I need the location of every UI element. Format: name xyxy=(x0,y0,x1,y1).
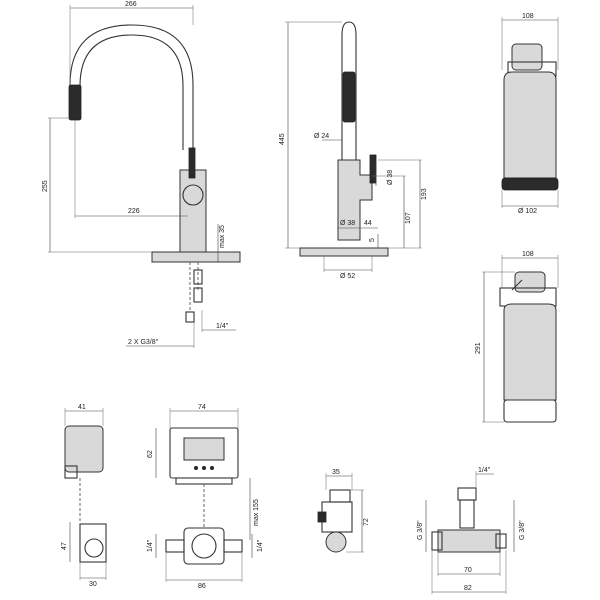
controller-unit: 74 62 max 155 1/4" 1/4" 86 xyxy=(147,404,264,590)
faucet-lever xyxy=(188,147,196,179)
valve-tab xyxy=(317,511,327,523)
faucet-side-view: 445 Ø 24 Ø 38 Ø 38 44 107 193 5 Ø 52 xyxy=(279,21,428,280)
filter2-base xyxy=(503,399,557,423)
filter2-body xyxy=(503,303,557,401)
dim-controller-base: 86 xyxy=(198,583,206,590)
dim-side-height: 445 xyxy=(279,133,286,145)
controller-display xyxy=(183,437,225,461)
box-body xyxy=(64,425,104,473)
tee-fitting: 1/4" G 3/8" G 3/8" 70 82 xyxy=(417,467,526,594)
filter1-cap xyxy=(511,43,543,71)
dim-side-height-193: 193 xyxy=(421,188,428,200)
filter-cartridge-1: 108 Ø 102 xyxy=(501,13,559,215)
dim-tee-right-thread: G 3/8" xyxy=(519,520,526,540)
dim-valve-width: 35 xyxy=(332,469,340,476)
valve-outlet xyxy=(325,531,347,553)
connection-fitting xyxy=(193,269,203,285)
spout-grip xyxy=(68,84,82,121)
electronic-box: 41 47 30 xyxy=(61,404,107,588)
dim-side-diameter-top: Ø 24 xyxy=(314,133,329,140)
controller-led-1 xyxy=(193,465,198,470)
dim-tee-inner: 70 xyxy=(464,567,472,574)
dim-controller-height: 62 xyxy=(147,450,154,458)
faucet-deck xyxy=(151,251,241,263)
tee-left-end xyxy=(431,531,443,551)
dim-box-width: 41 xyxy=(78,404,86,411)
tee-stem xyxy=(459,499,475,529)
controller-manifold xyxy=(183,527,225,565)
dim-connection-quarter: 1/4" xyxy=(216,323,229,330)
dim-deck-max: max 35 xyxy=(219,225,226,248)
tee-run xyxy=(437,529,501,553)
dim-connection-thread: 2 X G3/8" xyxy=(128,339,159,346)
dim-box-base: 30 xyxy=(89,581,97,588)
dim-filter1-width: 108 xyxy=(522,13,534,20)
dim-filter2-height: 291 xyxy=(475,342,482,354)
dim-tee-left-thread: G 3/8" xyxy=(417,520,424,540)
dim-box-height: 47 xyxy=(61,542,68,550)
box-sensor-ring xyxy=(84,538,104,558)
dim-filter1-diameter: Ø 102 xyxy=(518,208,537,215)
faucet-handle xyxy=(182,184,204,206)
filter1-body xyxy=(503,71,557,179)
side-body xyxy=(337,159,373,241)
filter2-cap xyxy=(514,271,546,293)
dim-side-offset: 44 xyxy=(364,220,372,227)
tee-top-nut xyxy=(457,487,477,501)
dim-controller-width: 74 xyxy=(198,404,206,411)
valve-head xyxy=(329,489,351,503)
filter-cartridge-2: 108 291 xyxy=(475,251,559,423)
dim-faucet-height: 255 xyxy=(42,180,49,192)
dim-side-diameter-handle: Ø 38 xyxy=(387,170,394,185)
filter1-band xyxy=(501,177,559,191)
box-sensor xyxy=(79,523,107,563)
controller-port-right xyxy=(223,539,243,553)
side-lever xyxy=(369,154,377,184)
dim-controller-max: max 155 xyxy=(253,499,260,526)
side-deck xyxy=(299,247,389,257)
dim-side-height-107: 107 xyxy=(405,212,412,224)
tee-right-end xyxy=(495,533,507,549)
controller-led-2 xyxy=(201,465,206,470)
dim-side-deck: 5 xyxy=(369,238,376,242)
dim-valve-height: 72 xyxy=(363,518,370,526)
dim-controller-quarter-left: 1/4" xyxy=(147,539,154,552)
dim-tee-quarter: 1/4" xyxy=(478,467,491,474)
faucet-front-view: 266 255 226 max 35 2 X G3/8" 1/4" xyxy=(42,1,241,348)
filter2-clip xyxy=(511,279,523,291)
valve-unit: 35 72 xyxy=(317,469,370,553)
valve-body xyxy=(321,501,353,533)
side-grip xyxy=(342,71,356,123)
dim-side-base-diameter: Ø 38 xyxy=(340,220,355,227)
dim-side-base: Ø 52 xyxy=(340,273,355,280)
connection-nut xyxy=(193,287,203,303)
controller-port-left xyxy=(165,539,185,553)
box-foot xyxy=(64,465,78,479)
controller-base xyxy=(175,477,233,485)
controller-led-3 xyxy=(209,465,214,470)
dim-filter2-width: 108 xyxy=(522,251,534,258)
dim-tee-outer: 82 xyxy=(464,585,472,592)
dim-spout-reach: 226 xyxy=(128,208,140,215)
dim-controller-quarter-right: 1/4" xyxy=(257,539,264,552)
controller-manifold-ring xyxy=(191,533,217,559)
connection-tail xyxy=(185,311,195,323)
dim-faucet-width: 266 xyxy=(125,1,137,8)
faucet-body xyxy=(179,169,207,253)
